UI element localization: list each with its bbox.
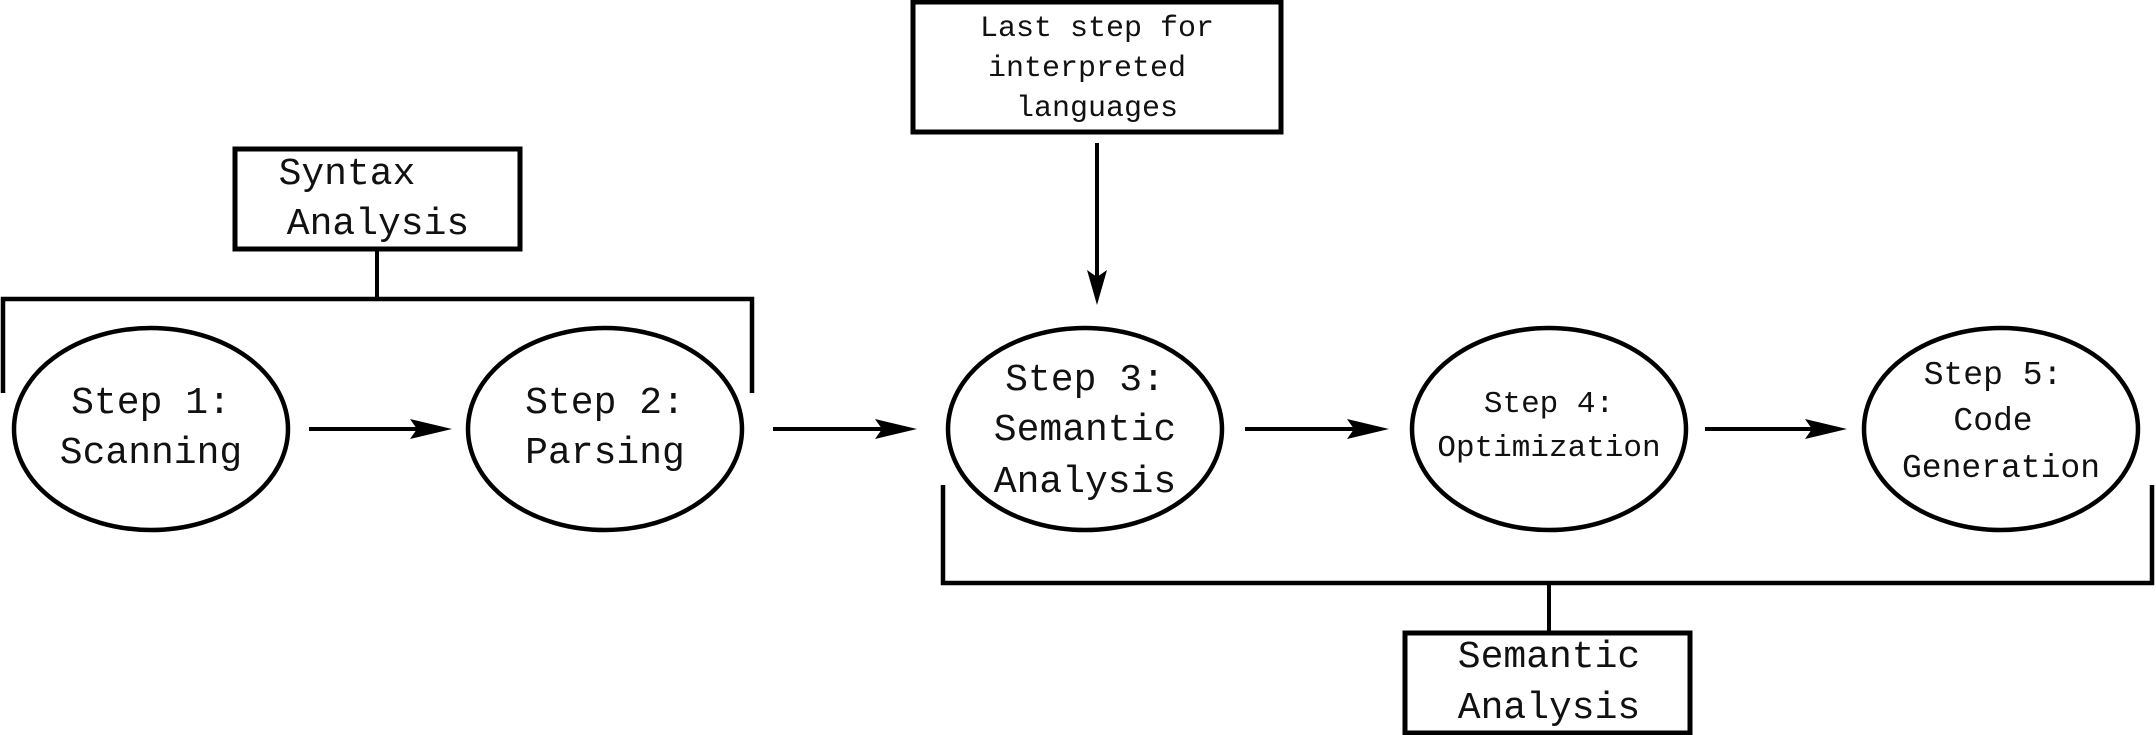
note-label-line-1: Last step for <box>980 12 1214 46</box>
note-arrow-head <box>1087 270 1107 305</box>
step-5-label-line-2: Code <box>1953 403 2032 440</box>
step-2-label-line-2: Parsing <box>525 432 685 475</box>
step-5-label-line-1: Step 5: <box>1924 357 2063 394</box>
step-1-label-line-1: Step 1: <box>71 382 231 425</box>
note-label-line-3: languages <box>1016 92 1178 126</box>
step-3-label-line-3: Analysis <box>994 461 1176 504</box>
step-4-label-line-1: Step 4: <box>1484 387 1614 422</box>
step-4-label-line-2: Optimization <box>1437 431 1660 466</box>
step-5-label-line-3: Generation <box>1902 450 2100 487</box>
step-3-label-line-2: Semantic <box>994 409 1176 452</box>
arrow-step-1-to-2-head <box>410 419 452 439</box>
interpreted-languages-note-box <box>910 0 1284 135</box>
step-5-code-generation-node <box>1861 325 2141 533</box>
arrow-step-4-to-5-head <box>1805 419 1847 439</box>
syntax-analysis-bracket <box>0 296 755 393</box>
step-2-label-line-1: Step 2: <box>525 382 685 425</box>
arrow-step-2-to-3-head <box>875 419 917 439</box>
syntax-analysis-label-line-1: Syntax <box>279 153 416 196</box>
semantic-analysis-label-line-1: Semantic <box>1458 636 1640 679</box>
semantic-analysis-box <box>1402 630 1693 735</box>
syntax-analysis-label-line-2: Analysis <box>287 203 469 246</box>
step-4-optimization-node <box>1409 325 1689 533</box>
syntax-analysis-box <box>232 146 523 252</box>
step-1-label-line-2: Scanning <box>60 432 242 475</box>
note-label-line-2: interpreted <box>988 52 1186 86</box>
semantic-analysis-label-line-2: Analysis <box>1458 687 1640 730</box>
step-3-label-line-1: Step 3: <box>1005 359 1165 402</box>
step-3-semantic-analysis-node <box>945 325 1225 533</box>
step-1-scanning-node <box>11 325 291 533</box>
arrow-step-3-to-4-head <box>1347 419 1389 439</box>
step-2-parsing-node <box>465 325 745 533</box>
